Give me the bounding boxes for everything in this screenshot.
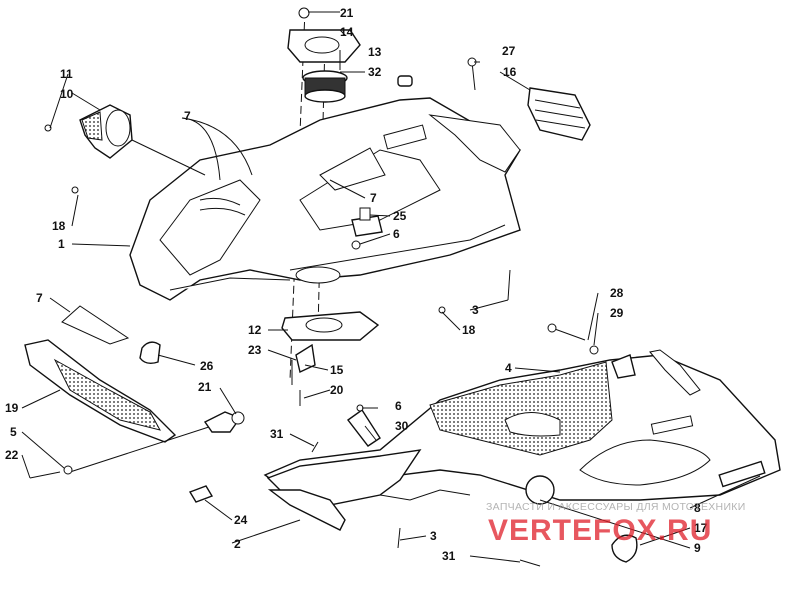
callout-7-mid: 7 (370, 191, 377, 205)
misc-fasteners (44, 124, 599, 567)
callout-16: 16 (503, 65, 517, 79)
callout-19: 19 (5, 401, 19, 415)
callout-7-top: 7 (184, 109, 191, 123)
callout-31-mid: 31 (270, 427, 284, 441)
center-bracket (351, 207, 383, 250)
callout-25: 25 (393, 209, 407, 223)
callout-1: 1 (58, 237, 65, 251)
callout-13: 13 (368, 45, 382, 59)
watermark-logo: VERTEFOX.RU (488, 514, 712, 547)
lower-pan-part (263, 349, 781, 563)
mount-plates (281, 7, 380, 341)
callout-27: 27 (502, 44, 516, 58)
callout-4: 4 (505, 361, 512, 375)
leader-lines (21, 11, 761, 563)
callout-3-low: 3 (430, 529, 437, 543)
belly-pan-part (129, 97, 521, 301)
callout-15: 15 (330, 363, 344, 377)
callout-32: 32 (368, 65, 382, 79)
callout-21-top: 21 (340, 6, 354, 20)
vent-and-fasteners (397, 57, 591, 141)
callout-3-top: 3 (472, 303, 479, 317)
callout-28: 28 (610, 286, 624, 300)
callout-9: 9 (694, 541, 701, 555)
callout-14: 14 (340, 25, 354, 39)
watermark: ЗАПЧАСТИ И АКСЕССУАРЫ ДЛЯ МОТОТЕХНИКИ VE… (486, 501, 746, 547)
callout-11: 11 (60, 67, 73, 81)
callout-8: 8 (694, 501, 701, 515)
callout-5: 5 (10, 425, 17, 439)
callout-6-top: 6 (393, 227, 400, 241)
callout-18-left: 18 (52, 219, 66, 233)
left-side-parts (24, 305, 245, 479)
callout-21-left: 21 (198, 380, 212, 394)
callout-2: 2 (234, 537, 241, 551)
callout-20: 20 (330, 383, 344, 397)
callout-26: 26 (200, 359, 214, 373)
duct-boot-part (79, 104, 206, 176)
callout-29: 29 (610, 306, 624, 320)
callout-22: 22 (5, 448, 19, 462)
callout-12: 12 (248, 323, 262, 337)
callout-24: 24 (234, 513, 248, 527)
callout-17: 17 (694, 521, 708, 535)
callout-18-mid: 18 (462, 323, 476, 337)
callout-6-low: 6 (395, 399, 402, 413)
callout-31-low: 31 (442, 549, 456, 563)
callout-labels: 21 14 13 32 27 16 11 10 7 7 25 6 18 1 3 … (5, 6, 708, 563)
callout-7-left: 7 (36, 291, 43, 305)
callout-10: 10 (60, 87, 74, 101)
callout-23: 23 (248, 343, 262, 357)
callout-30: 30 (395, 419, 409, 433)
watermark-caption: ЗАПЧАСТИ И АКСЕССУАРЫ ДЛЯ МОТОТЕХНИКИ (486, 501, 746, 513)
